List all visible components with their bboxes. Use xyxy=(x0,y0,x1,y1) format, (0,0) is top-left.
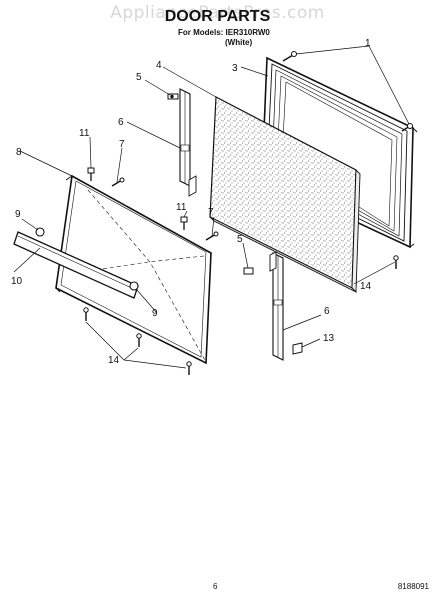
panel-screw-7-right xyxy=(205,231,219,241)
callout-9-lower: 9 xyxy=(152,308,158,319)
callout-13: 13 xyxy=(323,333,335,344)
panel-screw-7-left xyxy=(111,177,125,187)
outer-door-panel xyxy=(55,174,212,365)
callout-1: 1 xyxy=(365,38,371,49)
frame-screw-top xyxy=(282,51,297,62)
callout-6-upper: 6 xyxy=(118,117,124,128)
callout-8: 8 xyxy=(16,147,22,158)
callout-5-upper: 5 xyxy=(136,72,142,83)
bottom-screw-a xyxy=(83,307,89,321)
hinge-clip xyxy=(292,342,303,355)
lower-hinge-pin xyxy=(243,267,254,275)
bottom-screw-c xyxy=(186,361,192,375)
callout-3: 3 xyxy=(232,63,238,74)
callout-4: 4 xyxy=(156,60,162,71)
callout-11-left: 11 xyxy=(79,128,90,139)
lower-hinge-bracket xyxy=(269,251,284,361)
panel-screw-11-right xyxy=(180,216,188,230)
callout-11-right: 11 xyxy=(176,202,187,213)
callout-14-left: 14 xyxy=(108,355,120,366)
panel-screw-11-left xyxy=(87,167,95,181)
bottom-screw-d xyxy=(393,255,399,269)
callout-10: 10 xyxy=(11,276,23,287)
page-number: 6 xyxy=(213,582,218,591)
callout-14-right: 14 xyxy=(360,281,372,292)
bottom-screw-b xyxy=(136,333,142,347)
color-line: (White) xyxy=(225,38,253,47)
document-code: 8188091 xyxy=(397,582,429,591)
insulation-pad xyxy=(209,96,361,294)
callout-9-left: 9 xyxy=(15,209,21,220)
upper-hinge-pin xyxy=(167,93,179,100)
callout-6-lower: 6 xyxy=(324,306,330,317)
page-title: DOOR PARTS xyxy=(164,8,271,25)
callout-7-left: 7 xyxy=(119,139,125,150)
leader-lines xyxy=(13,45,410,369)
frame-screw-right xyxy=(401,123,413,132)
watermark: AppliancePartsPros.com xyxy=(110,3,325,23)
upper-hinge-bracket xyxy=(179,88,197,197)
models-line: For Models: IER310RW0 xyxy=(178,28,270,37)
callout-5-lower: 5 xyxy=(237,234,243,245)
callout-7-right: 7 xyxy=(208,207,214,218)
